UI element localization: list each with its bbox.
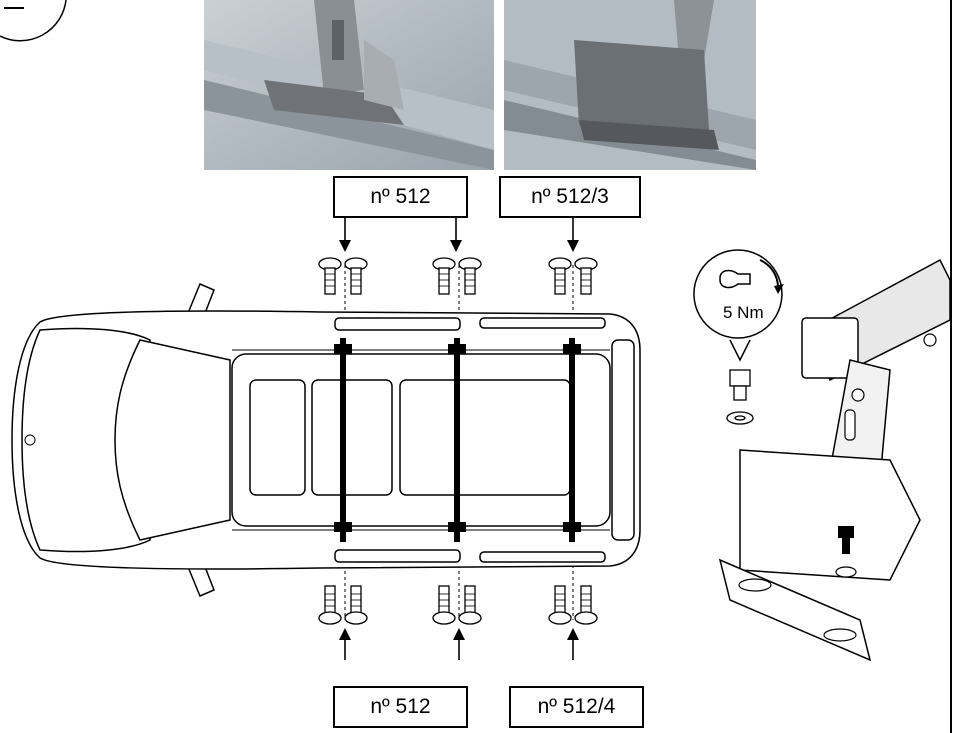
page-border bbox=[950, 0, 952, 733]
bolt-washer-icon bbox=[726, 369, 754, 425]
part-label-bottom-right: nº 512/4 bbox=[509, 686, 644, 728]
foot-photo-left bbox=[204, 0, 494, 170]
step-circle bbox=[0, 0, 67, 42]
bolt-icon bbox=[344, 257, 368, 295]
part-label-bottom-left: nº 512 bbox=[333, 686, 468, 728]
part-label-top-left: nº 512 bbox=[333, 176, 468, 218]
mounting-detail-drawing bbox=[693, 249, 950, 662]
foot-photo-right bbox=[504, 0, 756, 170]
part-label-top-right: nº 512/3 bbox=[499, 176, 641, 218]
bolt-icon bbox=[548, 257, 572, 295]
bolt-icon bbox=[458, 257, 482, 295]
bolt-icon bbox=[432, 257, 456, 295]
car-top-view bbox=[11, 283, 641, 597]
torque-wrench-icon bbox=[693, 249, 784, 362]
bolt-icon bbox=[574, 257, 598, 295]
torque-value: 5 Nm bbox=[723, 303, 764, 322]
bolt-icon bbox=[318, 257, 342, 295]
